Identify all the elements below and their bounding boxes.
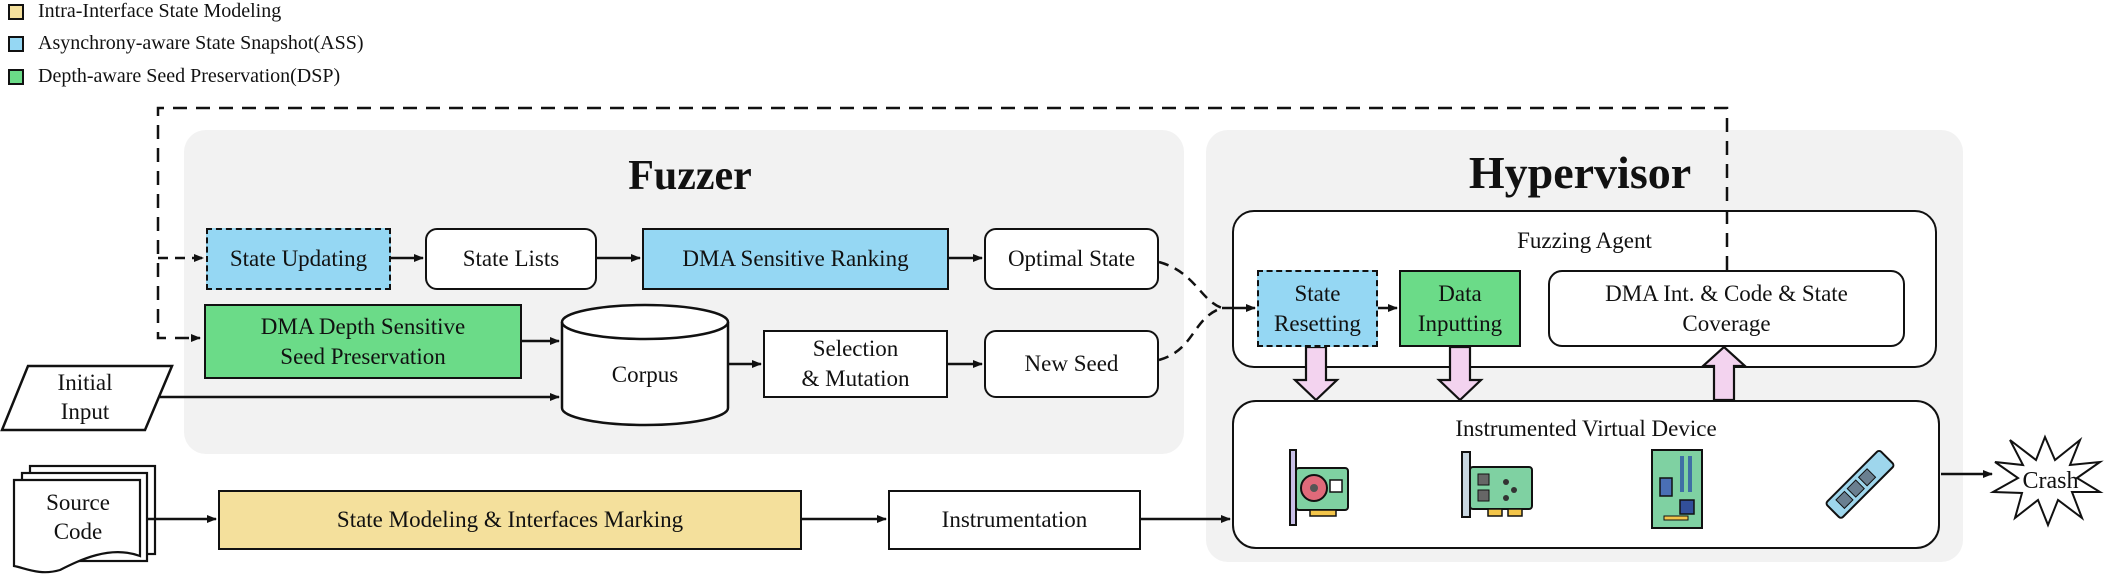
coverage-line2: Coverage <box>1682 310 1771 336</box>
state-updating-label: State Updating <box>229 246 368 271</box>
fuzzing-agent-label: Fuzzing Agent <box>1517 228 1652 253</box>
legend-label: Depth-aware Seed Preservation(DSP) <box>38 65 341 87</box>
instrumentation-label: Instrumentation <box>941 507 1088 532</box>
state-resetting-line2: Resetting <box>1274 310 1361 336</box>
hypervisor-title: Hypervisor <box>1468 147 1692 198</box>
state-resetting-box: State Resetting <box>1257 270 1378 347</box>
crash-label: Crash <box>2022 468 2079 494</box>
selection-mutation-box: Selection & Mutation <box>763 330 948 398</box>
state-lists-box: State Lists <box>425 228 597 290</box>
coverage-box: DMA Int. & Code & State Coverage <box>1548 270 1905 347</box>
data-inputting-box: Data Inputting <box>1399 270 1521 347</box>
optimal-state-label: Optimal State <box>1007 246 1136 271</box>
source-code-line1: Source <box>46 490 110 515</box>
legend-swatch-yellow <box>8 3 24 20</box>
instrumentation-box: Instrumentation <box>888 490 1141 550</box>
data-inputting-line1: Data <box>1438 280 1482 306</box>
initial-input-label: Initial Input <box>20 368 150 426</box>
fuzzer-title: Fuzzer <box>628 153 752 199</box>
state-updating-box: State Updating <box>206 228 391 290</box>
state-modeling-box: State Modeling & Interfaces Marking <box>218 490 802 550</box>
corpus-label: Corpus <box>611 362 679 387</box>
optimal-state-box: Optimal State <box>984 228 1159 290</box>
new-seed-box: New Seed <box>984 330 1159 398</box>
legend-item-ass: Asynchrony-aware State Snapshot(ASS) <box>8 32 364 55</box>
dma-depth-label-line1: DMA Depth Sensitive <box>260 313 466 339</box>
source-code-label: Source Code <box>18 488 138 546</box>
state-modeling-label: State Modeling & Interfaces Marking <box>336 507 684 532</box>
new-seed-label: New Seed <box>1024 351 1119 376</box>
selection-label-line1: Selection <box>812 336 899 361</box>
dma-sensitive-ranking-box: DMA Sensitive Ranking <box>642 228 949 290</box>
dma-depth-label-line2: Seed Preservation <box>280 343 446 369</box>
dma-sensitive-ranking-label: DMA Sensitive Ranking <box>682 246 909 271</box>
virtual-device-label: Instrumented Virtual Device <box>1455 416 1717 441</box>
data-inputting-line2: Inputting <box>1417 310 1503 336</box>
source-code-line2: Code <box>53 519 103 544</box>
legend-swatch-green <box>8 68 24 85</box>
state-lists-label: State Lists <box>462 246 560 271</box>
selection-label-line2: & Mutation <box>801 366 910 391</box>
legend-swatch-blue <box>8 35 24 52</box>
virtual-device-box: Instrumented Virtual Device <box>1232 400 1940 549</box>
initial-input-line2: Input <box>60 399 110 424</box>
legend-item-intra-interface: Intra-Interface State Modeling <box>8 0 281 23</box>
coverage-line1: DMA Int. & Code & State <box>1605 280 1848 306</box>
legend-label: Intra-Interface State Modeling <box>38 0 282 22</box>
initial-input-line1: Initial <box>57 370 113 395</box>
legend-item-dsp: Depth-aware Seed Preservation(DSP) <box>8 65 340 88</box>
legend-label: Asynchrony-aware State Snapshot(ASS) <box>38 32 364 54</box>
dma-depth-seed-preservation-box: DMA Depth Sensitive Seed Preservation <box>204 304 522 379</box>
state-resetting-line1: State <box>1294 280 1341 306</box>
